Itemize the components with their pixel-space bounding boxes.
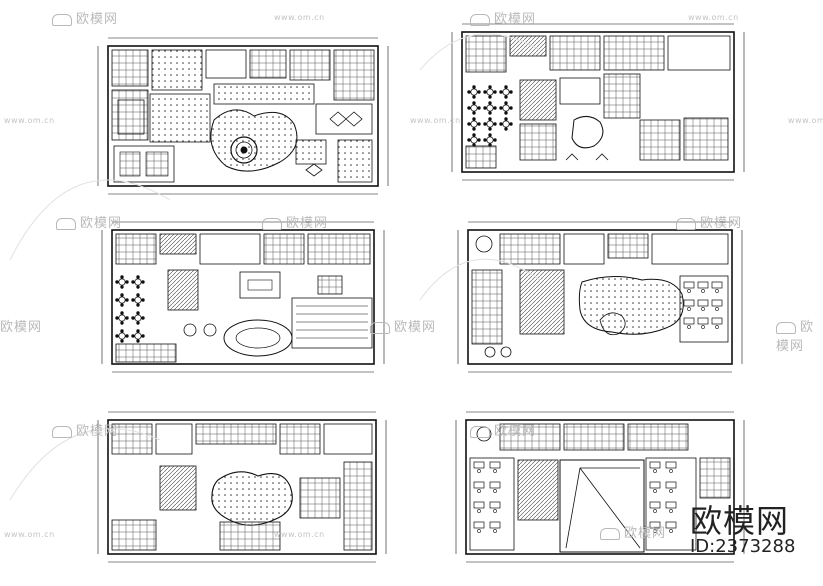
watermark-logo: 欧模网 xyxy=(52,8,118,27)
watermark-brand-text: 欧模网 xyxy=(76,12,119,27)
watermark-brand-text: 欧模网 xyxy=(286,216,329,231)
image-id-label: ID:2373288 xyxy=(690,536,796,557)
watermark-brand-text: 欧模网 xyxy=(76,424,119,439)
watermark-url: www.om.cn xyxy=(4,116,55,125)
plan-sheet-1 xyxy=(97,37,389,195)
watermark-logo: 欧模网 xyxy=(470,8,536,27)
watermark-url: www.om.cn xyxy=(274,530,325,539)
watermark-brand-text: 欧模网 xyxy=(494,12,537,27)
watermark-logo: 欧模网 xyxy=(776,316,823,354)
watermark-brand-text: 欧模网 xyxy=(776,320,815,354)
watermark-url: www.om.cn xyxy=(410,116,461,125)
watermark-url: www.om.cn xyxy=(4,530,55,539)
watermark-logo: 欧模网 xyxy=(262,212,328,231)
watermark-url: www.om.cn xyxy=(788,116,823,125)
watermark-logo: 欧模网 xyxy=(676,212,742,231)
plan-sheet-4 xyxy=(457,221,743,373)
watermark-logo: 欧模网 xyxy=(52,420,118,439)
watermark-url: www.om.cn xyxy=(688,13,739,22)
plan-sheet-5 xyxy=(97,411,387,563)
watermark-brand-text: 欧模网 xyxy=(624,526,667,541)
watermark-arcs xyxy=(9,33,541,501)
watermark-brand-text: 欧模网 xyxy=(0,320,43,335)
watermark-logo: 欧模网 xyxy=(56,212,122,231)
watermark-brand-text: 欧模网 xyxy=(494,424,537,439)
watermark-brand-text: 欧模网 xyxy=(394,320,437,335)
watermark-logo: 欧模网 xyxy=(370,316,436,335)
watermark-brand-text: 欧模网 xyxy=(80,216,123,231)
plan-sheet-6 xyxy=(455,411,745,563)
plan-sheet-3 xyxy=(101,221,385,373)
watermark-logo: 欧模网 xyxy=(600,522,666,541)
watermark-logo: 欧模网 xyxy=(0,316,42,335)
plan-sheet-2 xyxy=(451,23,745,181)
brand-stamp: 欧模网 xyxy=(690,502,790,540)
watermark-url: www.om.cn xyxy=(274,13,325,22)
watermark-logo: 欧模网 xyxy=(470,420,536,439)
watermark-brand-text: 欧模网 xyxy=(700,216,743,231)
